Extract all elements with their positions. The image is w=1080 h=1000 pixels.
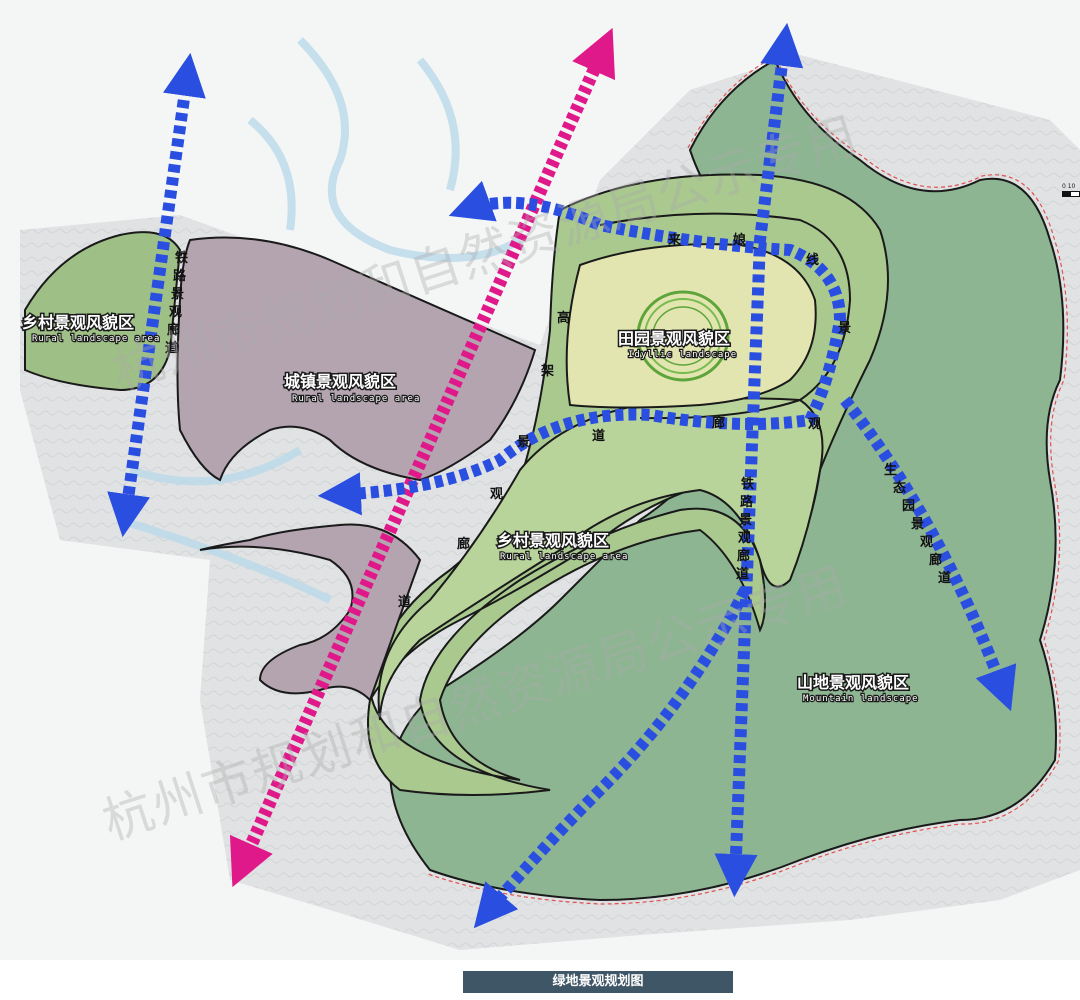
elevated-char: 廊 xyxy=(457,536,470,552)
zone-town-label: 城镇景观风貌区 xyxy=(284,372,396,391)
zone-mountain-sublabel: Mountain landscape xyxy=(803,694,919,704)
elevated-char: 观 xyxy=(490,487,503,502)
laiqiangxian-char: 线 xyxy=(806,252,819,268)
laiqiangxian-char: 景 xyxy=(838,321,851,336)
railway-west-char: 廊 xyxy=(167,322,180,338)
elevated-char: 景 xyxy=(517,435,530,450)
zone-idyllic-label: 田园景观风貌区 xyxy=(618,329,730,348)
scale-bar: 0 10 xyxy=(1062,183,1080,207)
ecological-char: 廊 xyxy=(929,552,942,568)
railway-west-char: 路 xyxy=(173,268,187,284)
railway-east-char: 景 xyxy=(739,513,752,528)
laiqiangxian-char: 道 xyxy=(592,428,605,444)
zone-rural-center-sublabel: Rural landscape area xyxy=(500,552,628,562)
ecological-char: 态 xyxy=(893,480,906,496)
laiqiangxian-char: 娘 xyxy=(733,232,747,248)
laiqiangxian-char: 观 xyxy=(808,417,821,432)
railway-west-char: 景 xyxy=(171,287,184,302)
railway-east-char: 铁 xyxy=(740,476,754,492)
railway-west-char: 铁 xyxy=(174,250,188,266)
map-title: 绿地景观规划图 xyxy=(463,971,733,993)
corridor-railway-east xyxy=(714,22,804,898)
corridor-railway-west xyxy=(107,52,206,538)
ecological-char: 道 xyxy=(938,570,951,586)
railway-east-char: 路 xyxy=(740,494,754,510)
scale-bar-label: 0 10 xyxy=(1062,183,1076,190)
elevated-char: 道 xyxy=(398,594,411,610)
zone-rural-west-label: 乡村景观风貌区 xyxy=(22,313,134,332)
zone-rural-west-sublabel: Rural landscape area xyxy=(32,334,160,344)
railway-east-char: 道 xyxy=(736,566,749,582)
railway-west-char: 道 xyxy=(165,340,178,356)
zone-idyllic-sublabel: Idyllic landscape xyxy=(628,350,737,360)
corridor-laiqiangxian xyxy=(317,180,847,516)
railway-east-char: 观 xyxy=(738,531,751,546)
elevated-char: 高 xyxy=(557,310,570,326)
ecological-char: 生 xyxy=(884,462,897,478)
corridor-southwest xyxy=(473,587,751,929)
zone-mountain-label: 山地景观风貌区 xyxy=(797,673,909,692)
railway-east-char: 廊 xyxy=(737,548,750,564)
zone-rural-center-label: 乡村景观风貌区 xyxy=(497,531,609,550)
zone-town-sublabel: Rural landscape area xyxy=(292,394,420,404)
laiqiangxian-char: 廊 xyxy=(712,415,725,431)
elevated-char: 架 xyxy=(540,363,554,379)
ecological-char: 园 xyxy=(902,499,915,514)
zone-idyllic-area xyxy=(565,243,817,409)
railway-west-char: 观 xyxy=(169,305,182,320)
ecological-char: 观 xyxy=(920,535,933,550)
corridor-ecological xyxy=(840,396,1017,712)
ecological-char: 景 xyxy=(911,517,924,532)
laiqiangxian-char: 来 xyxy=(667,232,682,248)
scale-bar-graphic xyxy=(1062,191,1080,197)
